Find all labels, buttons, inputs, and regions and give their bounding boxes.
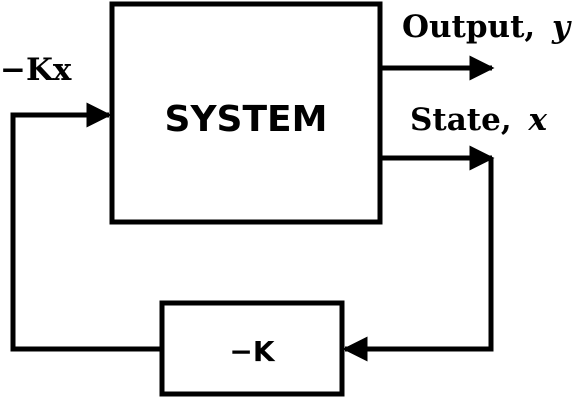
- output-label: Output, y: [402, 9, 572, 45]
- state-label: State, x: [410, 102, 547, 138]
- control-feedback-path: [10, 102, 162, 352]
- state-variable: x: [527, 102, 547, 138]
- gain-block-label: −K: [229, 335, 275, 368]
- output-variable: y: [551, 9, 572, 45]
- state-feedback-path: [342, 158, 494, 362]
- system-block-label: SYSTEM: [165, 99, 328, 140]
- feedback-signal-label: −Kx: [0, 52, 72, 88]
- state-label-text: State,: [410, 102, 512, 138]
- output-label-text: Output,: [402, 9, 535, 45]
- gain-block: [159, 300, 345, 397]
- system-block: [109, 1, 383, 225]
